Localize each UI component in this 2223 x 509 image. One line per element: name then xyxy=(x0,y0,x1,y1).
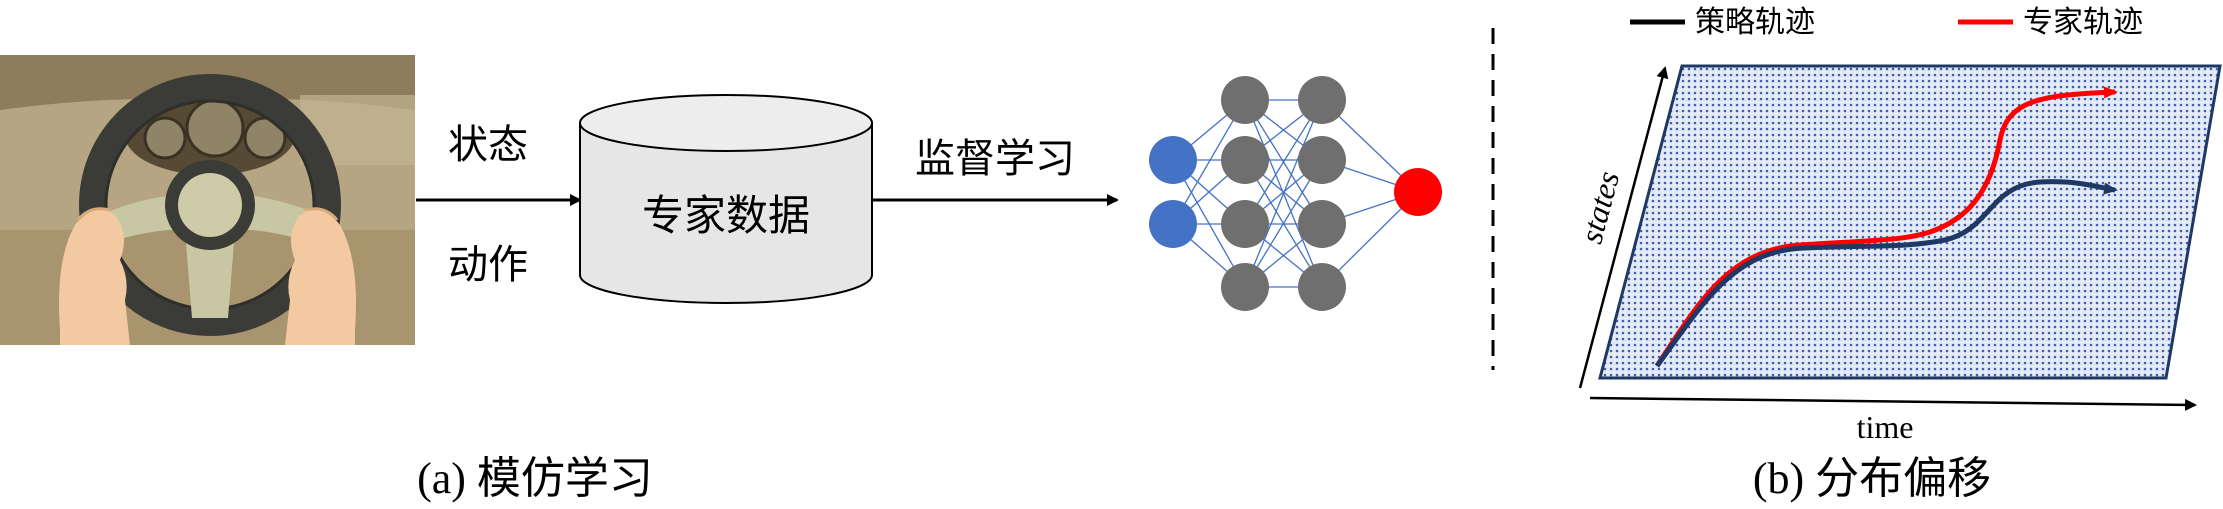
steering-wheel-illustration xyxy=(0,55,415,345)
legend-policy-label: 策略轨迹 xyxy=(1695,5,1815,40)
legend: 策略轨迹 专家轨迹 xyxy=(1630,5,2143,40)
nn-hidden-node xyxy=(1221,76,1269,124)
expert-data-cylinder xyxy=(579,94,873,304)
expert-trajectory xyxy=(1654,86,2118,368)
y-axis-label: states xyxy=(1573,167,1627,247)
action-label: 动作 xyxy=(448,242,528,288)
nn-hidden-node xyxy=(1221,136,1269,184)
y-axis xyxy=(1578,66,1669,389)
nn-connection xyxy=(1244,99,1323,225)
nn-hidden-node xyxy=(1221,200,1269,248)
nn-hidden-node xyxy=(1221,263,1269,311)
policy-trajectory xyxy=(1654,179,2118,368)
nn-input-node xyxy=(1149,200,1197,248)
nn-connection xyxy=(1244,99,1323,288)
nn-hidden-node xyxy=(1298,263,1346,311)
nn-input-node xyxy=(1149,136,1197,184)
supervised-learning-label: 监督学习 xyxy=(915,136,1075,182)
nn-hidden-node xyxy=(1298,76,1346,124)
x-axis-label: time xyxy=(1857,409,1914,445)
state-label: 状态 xyxy=(448,122,528,168)
nn-hidden-node xyxy=(1298,200,1346,248)
state-space-plane xyxy=(1598,64,2222,380)
nn-connection xyxy=(1244,159,1323,288)
caption-b: (b) 分布偏移 xyxy=(1753,454,1991,503)
nn-hidden-node xyxy=(1298,136,1346,184)
caption-a: (a) 模仿学习 xyxy=(417,454,653,503)
database-label: 专家数据 xyxy=(642,191,810,240)
x-axis xyxy=(1589,396,2197,411)
nn-output-node xyxy=(1394,168,1442,216)
legend-expert-label: 专家轨迹 xyxy=(2023,5,2143,40)
neural-network xyxy=(1149,76,1442,311)
